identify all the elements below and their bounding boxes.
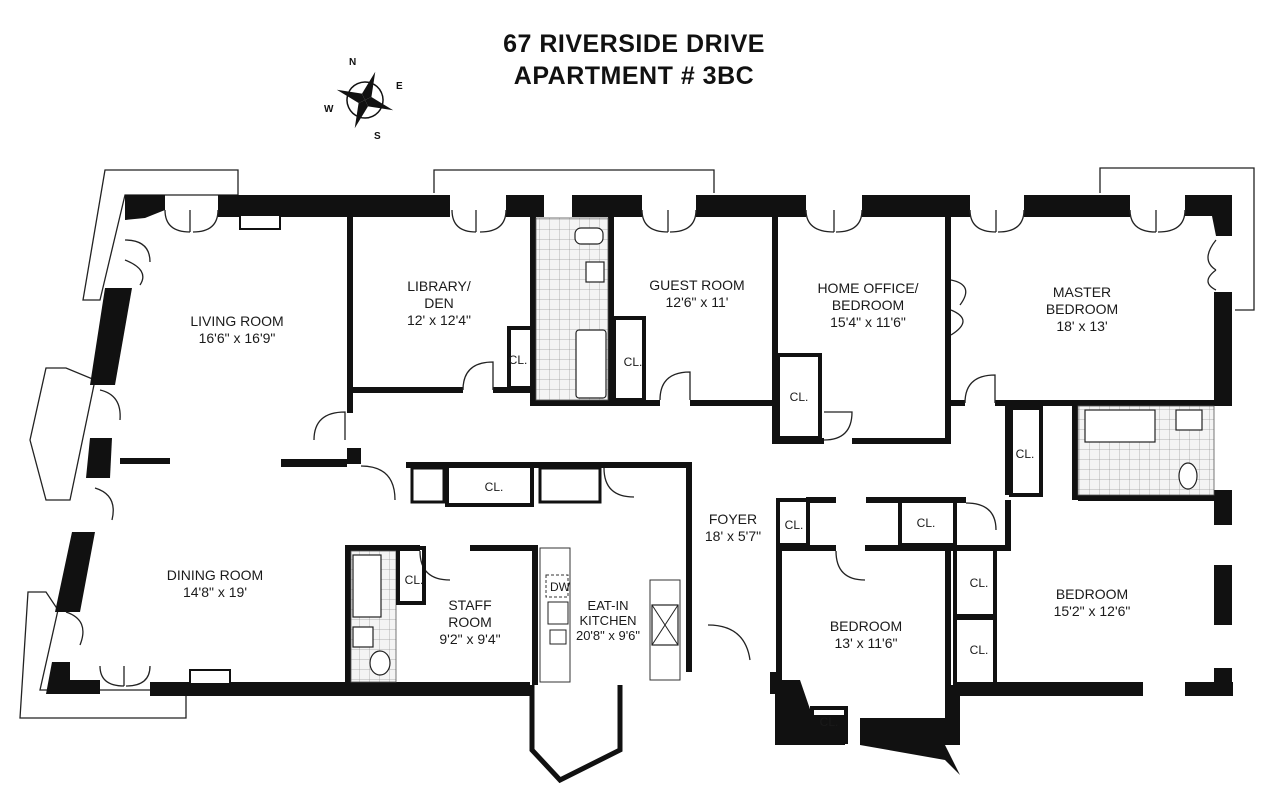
closet-label: CL. (1015, 447, 1035, 461)
closet-label: CL. (508, 353, 528, 367)
balcony-outlines (19, 167, 1255, 719)
room-staff: STAFF ROOM 9'2" x 9'4" (439, 597, 500, 648)
closet-label: CL. (484, 480, 504, 494)
room-master: MASTER BEDROOM 18' x 13' (1046, 284, 1118, 335)
room-dims: 15'2" x 12'6" (1053, 603, 1131, 619)
room-dining: DINING ROOM 14'8" x 19' (167, 567, 263, 601)
plan-title-address: 67 RIVERSIDE DRIVE (503, 30, 765, 58)
room-name: KITCHEN (579, 613, 637, 628)
room-name: FOYER (708, 511, 758, 527)
closet-label: CL. (789, 390, 809, 404)
room-dims: 18' x 13' (1056, 318, 1108, 334)
room-living: LIVING ROOM 16'6" x 16'9" (190, 313, 283, 347)
room-library: LIBRARY/ DEN 12' x 12'4" (407, 278, 471, 329)
room-name: STAFF (448, 597, 492, 613)
room-name: EAT-IN (587, 598, 629, 613)
room-guest: GUEST ROOM 12'6" x 11' (649, 277, 744, 311)
room-office: HOME OFFICE/ BEDROOM 15'4" x 11'6" (817, 280, 918, 331)
room-name: ROOM (448, 614, 492, 630)
closet-label: CL. (916, 516, 936, 530)
room-dims: 13' x 11'6" (834, 635, 898, 651)
closet-label: CL. (623, 355, 643, 369)
room-kitchen: EAT-IN KITCHEN 20'8" x 9'6" (576, 598, 640, 643)
room-name: LIVING ROOM (190, 313, 284, 329)
room-dims: 14'8" x 19' (182, 584, 248, 600)
room-name: HOME OFFICE/ (817, 280, 919, 296)
room-name: BEDROOM (831, 297, 905, 313)
room-dims: 12' x 12'4" (406, 312, 472, 328)
compass-w-label: W (324, 104, 334, 115)
room-dims: 15'4" x 11'6" (830, 314, 906, 330)
compass-icon (336, 71, 394, 129)
room-dims: 12'6" x 11' (665, 294, 729, 310)
compass-e-label: E (396, 81, 403, 92)
interior-walls (120, 215, 1215, 685)
room-foyer: FOYER 18' x 5'7" (705, 511, 761, 545)
door-swings (65, 209, 1217, 687)
room-name: LIBRARY/ (407, 278, 471, 294)
room-bedroom-1: BEDROOM 13' x 11'6" (830, 618, 902, 652)
closet-label: CL. (969, 576, 989, 590)
room-name: GUEST ROOM (649, 277, 745, 293)
fireplace-icon (189, 669, 231, 685)
room-name: BEDROOM (829, 618, 903, 634)
kitchen-fixtures (529, 547, 681, 784)
closet-label: CL. (969, 643, 989, 657)
room-dims: 9'2" x 9'4" (439, 631, 501, 647)
dishwasher-label: DW (550, 580, 570, 594)
bathroom-fixtures (350, 217, 1215, 683)
closet-outlines (396, 316, 1043, 744)
closet-label: CL. (819, 715, 839, 729)
room-name: BEDROOM (1045, 301, 1119, 317)
room-name: DEN (424, 295, 454, 311)
fireplace-icon (239, 214, 281, 230)
closet-label: CL. (784, 518, 804, 532)
room-name: BEDROOM (1055, 586, 1129, 602)
room-bedroom-2: BEDROOM 15'2" x 12'6" (1054, 586, 1131, 620)
compass-n-label: N (349, 57, 357, 68)
exterior-walls (46, 195, 1233, 775)
room-dims: 20'8" x 9'6" (575, 628, 641, 643)
closet-label: CL. (404, 573, 424, 587)
compass-s-label: S (374, 131, 381, 142)
room-dims: 18' x 5'7" (704, 528, 762, 544)
room-name: MASTER (1052, 284, 1112, 300)
room-dims: 16'6" x 16'9" (198, 330, 276, 346)
plan-title-unit: APARTMENT # 3BC (513, 62, 755, 90)
room-name: DINING ROOM (166, 567, 264, 583)
